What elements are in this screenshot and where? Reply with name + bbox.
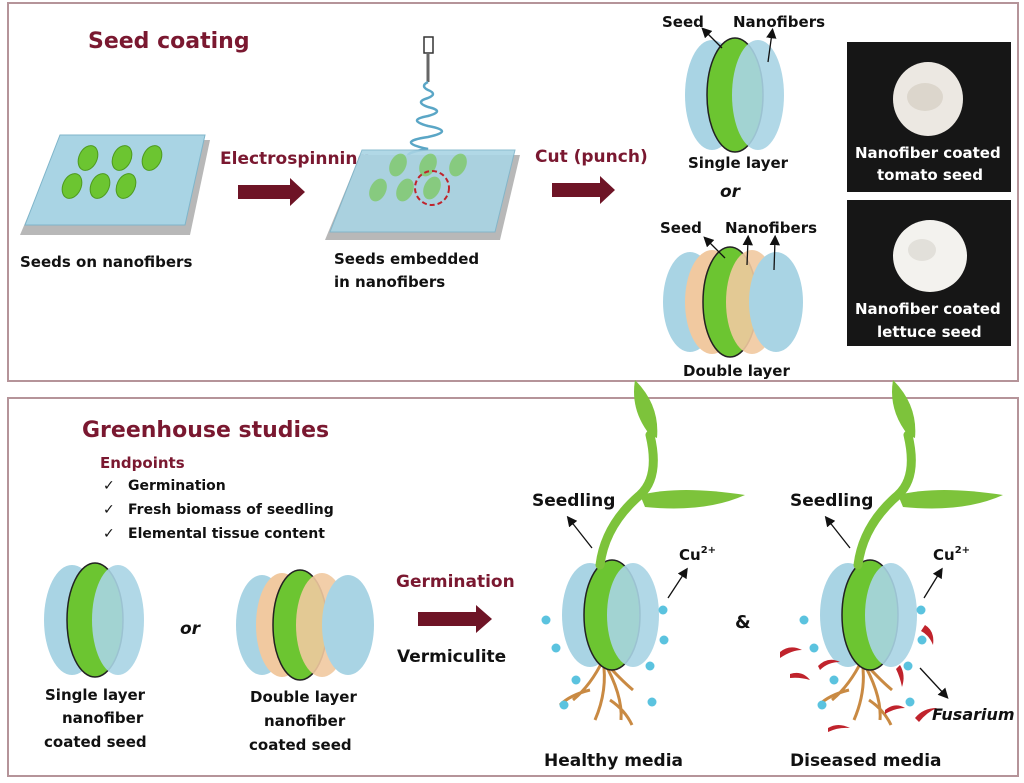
single-coated-seed-illustration [44, 562, 144, 678]
vermiculite-label: Vermiculite [397, 647, 506, 667]
endpoint-item: Fresh biomass of seedling [128, 502, 334, 518]
fusarium-label: Fusarium [932, 705, 1015, 724]
double-nanofibers-label: Nanofibers [725, 219, 817, 237]
healthy-cu-label: Cu2+ [679, 545, 716, 564]
double-layer-seed-illustration [663, 246, 803, 358]
diseased-seedling-pointer [824, 515, 851, 549]
healthy-cu-pointer [667, 567, 688, 599]
ampersand-label: & [735, 612, 751, 633]
seed-coating-title: Seed coating [88, 29, 250, 54]
lettuce-seed-photo [847, 200, 1011, 346]
electrospinning-illustration [325, 36, 520, 240]
check-icon: ✓ [103, 502, 115, 518]
double-coated-seed-illustration [236, 569, 374, 681]
or-label-bottom: or [180, 619, 202, 639]
seeds-on-nanofibers-illustration [20, 134, 210, 235]
tomato-seed-photo [847, 42, 1011, 192]
seeds-embedded-label-line1: Seeds embedded [334, 250, 479, 268]
germination-label: Germination [396, 572, 515, 592]
double-coated-caption-line2: nanofiber [264, 712, 346, 730]
single-seed-pointer [701, 27, 723, 49]
single-seed-label: Seed [662, 13, 704, 31]
diseased-media-caption: Diseased media [790, 751, 942, 771]
single-nanofibers-label: Nanofibers [733, 13, 825, 31]
electrospinning-arrow [238, 178, 305, 206]
double-seed-pointer [703, 236, 726, 259]
cut-punch-label: Cut (punch) [535, 147, 648, 167]
double-layer-caption: Double layer [683, 362, 790, 380]
healthy-seedling-illustration [541, 380, 745, 726]
diseased-seedling-illustration [780, 380, 1003, 732]
seeds-embedded-label-line2: in nanofibers [334, 273, 445, 291]
diseased-seedling-label: Seedling [790, 491, 873, 511]
single-coated-caption-line3: coated seed [44, 733, 147, 751]
fusarium-pointer [919, 667, 949, 699]
double-nanofibers-pointer-1 [742, 234, 753, 266]
double-seed-label: Seed [660, 219, 702, 237]
seeds-on-nanofibers-label: Seeds on nanofibers [20, 253, 192, 271]
single-layer-caption: Single layer [688, 154, 789, 172]
photo2-caption-line1: Nanofiber coated [855, 300, 1001, 318]
double-coated-caption-line1: Double layer [250, 688, 357, 706]
germination-arrow [418, 605, 492, 633]
endpoints-title: Endpoints [100, 454, 185, 472]
cut-punch-arrow [552, 176, 615, 204]
electrospinning-label: Electrospinning [220, 149, 370, 169]
healthy-seedling-pointer [566, 515, 593, 549]
double-nanofibers-pointer-2 [769, 234, 781, 271]
photo2-caption-line2: lettuce seed [877, 323, 982, 341]
diseased-cu-label: Cu2+ [933, 545, 970, 564]
check-icon: ✓ [103, 526, 115, 542]
endpoint-item: Elemental tissue content [128, 526, 325, 542]
photo1-caption-line1: Nanofiber coated [855, 144, 1001, 162]
diseased-cu-pointer [923, 567, 943, 599]
healthy-seedling-label: Seedling [532, 491, 615, 511]
single-coated-caption-line1: Single layer [45, 686, 146, 704]
single-nanofibers-pointer [766, 27, 777, 63]
greenhouse-title: Greenhouse studies [82, 418, 329, 443]
double-coated-caption-line3: coated seed [249, 736, 352, 754]
single-layer-seed-illustration [685, 37, 784, 153]
endpoint-item: Germination [128, 478, 226, 494]
or-label-top: or [720, 182, 742, 202]
check-icon: ✓ [103, 478, 115, 494]
photo1-caption-line2: tomato seed [877, 166, 983, 184]
healthy-media-caption: Healthy media [544, 751, 683, 771]
single-coated-caption-line2: nanofiber [62, 709, 144, 727]
